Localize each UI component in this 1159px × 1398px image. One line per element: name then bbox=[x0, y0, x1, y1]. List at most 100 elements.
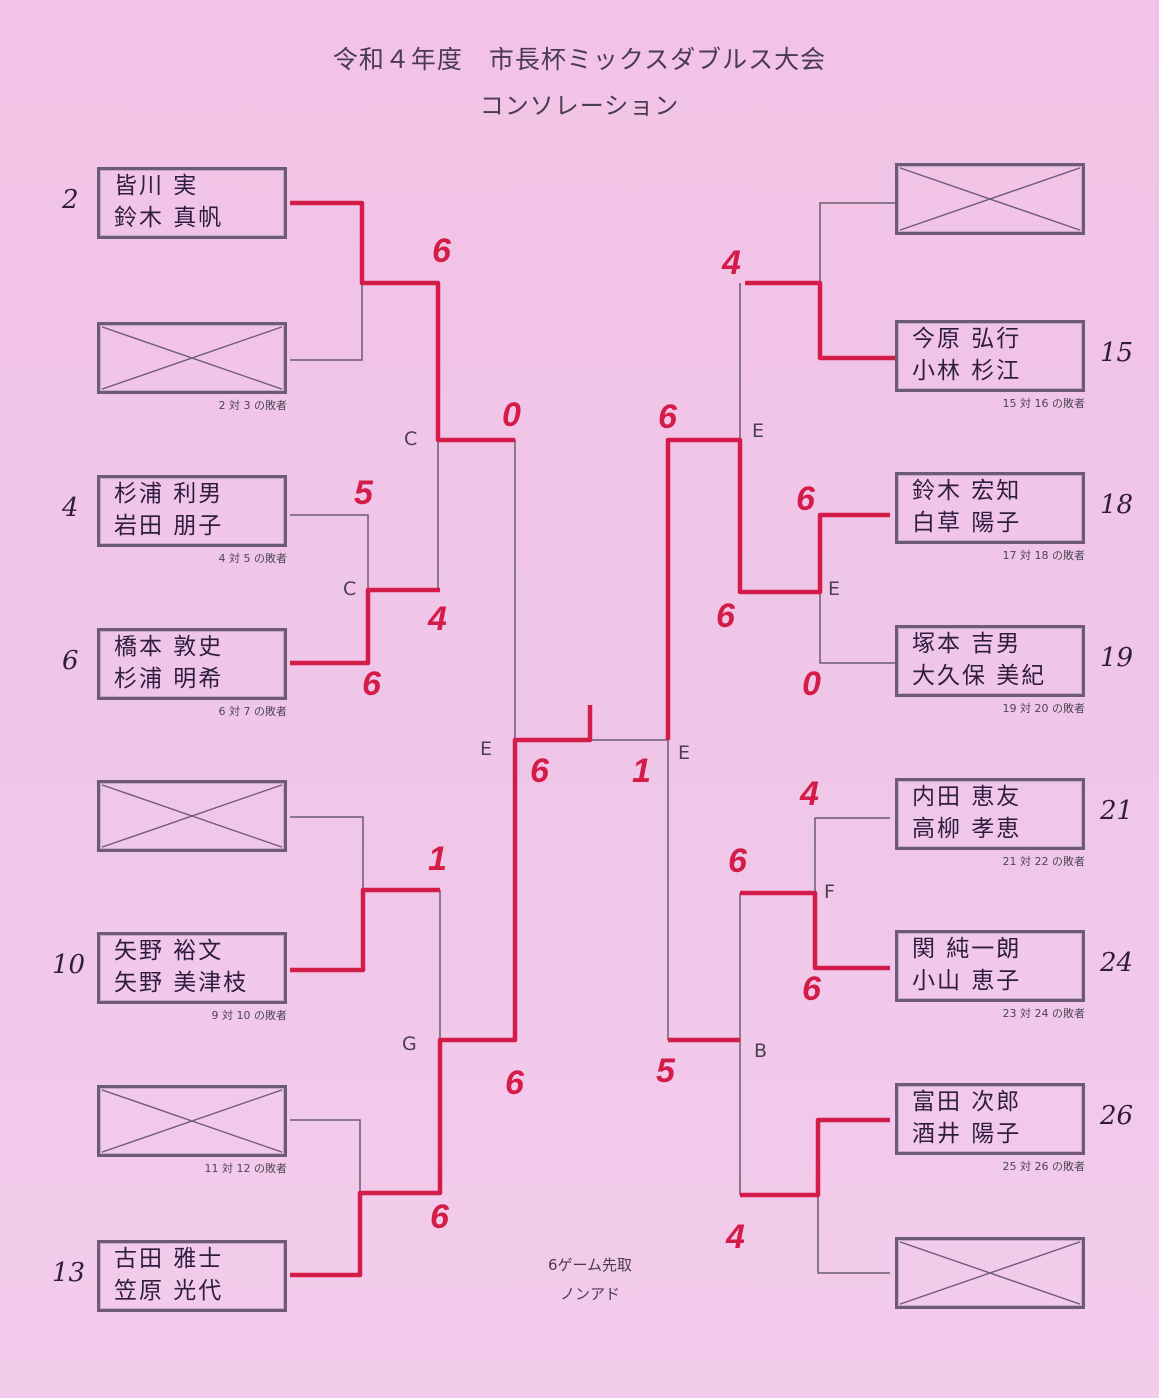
score: 4 bbox=[726, 1218, 745, 1256]
seed-number: 24 bbox=[1100, 948, 1134, 978]
seed-number: 21 bbox=[1100, 796, 1134, 826]
cross-out-icon bbox=[101, 326, 283, 390]
tournament-title: 令和４年度 市長杯ミックスダブルス大会 bbox=[332, 45, 827, 74]
score: 6 bbox=[716, 597, 735, 635]
player-name: 笠原 光代 bbox=[114, 1278, 224, 1304]
court-label: E bbox=[828, 578, 841, 600]
player-name: 矢野 美津枝 bbox=[114, 970, 249, 996]
score: 0 bbox=[802, 665, 821, 703]
score: 6 bbox=[728, 842, 747, 880]
court-label: F bbox=[824, 881, 835, 903]
seed-number: 2 bbox=[62, 185, 79, 215]
slot-caption: 23 対 24 の敗者 bbox=[1002, 1007, 1085, 1020]
player-name: 高柳 孝恵 bbox=[912, 816, 1022, 842]
seed-number: 15 bbox=[1100, 338, 1134, 368]
player-name: 橋本 敦史 bbox=[114, 634, 224, 660]
team-box: 鈴木 宏知白草 陽子 bbox=[895, 472, 1085, 544]
score: 4 bbox=[428, 600, 447, 638]
court-label: C bbox=[404, 428, 418, 450]
cross-out-icon bbox=[101, 1089, 283, 1153]
player-name: 小林 杉江 bbox=[912, 358, 1022, 384]
player-name: 塚本 吉男 bbox=[912, 631, 1022, 657]
slot-caption: 21 対 22 の敗者 bbox=[1002, 855, 1085, 868]
cross-out-icon bbox=[101, 784, 283, 848]
slot-caption: 25 対 26 の敗者 bbox=[1002, 1160, 1085, 1173]
score: 1 bbox=[428, 840, 447, 878]
slot-caption: 15 対 16 の敗者 bbox=[1002, 397, 1085, 410]
player-name: 今原 弘行 bbox=[912, 326, 1022, 352]
seed-number: 26 bbox=[1100, 1101, 1134, 1131]
score: 0 bbox=[502, 396, 521, 434]
bracket-winner-lines bbox=[290, 200, 895, 1278]
team-box: 内田 恵友高柳 孝恵 bbox=[895, 778, 1085, 850]
slot-caption: 2 対 3 の敗者 bbox=[218, 399, 288, 412]
player-name: 白草 陽子 bbox=[912, 510, 1022, 536]
score: 1 bbox=[632, 752, 651, 790]
slot-caption: 19 対 20 の敗者 bbox=[1002, 702, 1085, 715]
court-label: C bbox=[343, 578, 357, 600]
score: 4 bbox=[722, 244, 741, 282]
court-label: G bbox=[402, 1033, 417, 1055]
score: 4 bbox=[800, 775, 819, 813]
court-label: B bbox=[754, 1040, 768, 1062]
score: 6 bbox=[530, 752, 549, 790]
score: 5 bbox=[656, 1052, 675, 1090]
player-name: 鈴木 真帆 bbox=[114, 205, 224, 231]
team-box: 矢野 裕文矢野 美津枝 bbox=[97, 932, 287, 1004]
player-name: 古田 雅士 bbox=[114, 1246, 224, 1272]
player-name: 杉浦 利男 bbox=[114, 481, 224, 507]
player-name: 鈴木 宏知 bbox=[912, 478, 1022, 504]
slot-caption: 4 対 5 の敗者 bbox=[218, 552, 288, 565]
player-name: 岩田 朋子 bbox=[114, 513, 224, 539]
rule-no-ad: ノンアド bbox=[559, 1285, 620, 1303]
score: 6 bbox=[505, 1064, 524, 1102]
team-box: 橋本 敦史杉浦 明希 bbox=[97, 628, 287, 700]
team-box: 塚本 吉男大久保 美紀 bbox=[895, 625, 1085, 697]
slot-caption: 17 対 18 の敗者 bbox=[1002, 549, 1085, 562]
player-name: 大久保 美紀 bbox=[912, 663, 1047, 689]
slot-caption: 9 対 10 の敗者 bbox=[211, 1009, 288, 1022]
score: 6 bbox=[432, 232, 451, 270]
score: 6 bbox=[796, 480, 815, 518]
team-box: 今原 弘行小林 杉江 bbox=[895, 320, 1085, 392]
seed-number: 13 bbox=[52, 1258, 86, 1288]
seed-number: 10 bbox=[52, 950, 86, 980]
court-label: E bbox=[678, 742, 691, 764]
seed-number: 6 bbox=[62, 646, 79, 676]
cross-out-icon bbox=[899, 1241, 1081, 1305]
team-box: 富田 次郎酒井 陽子 bbox=[895, 1083, 1085, 1155]
score: 6 bbox=[658, 398, 677, 436]
seed-number: 4 bbox=[62, 493, 79, 523]
player-name: 杉浦 明希 bbox=[114, 666, 224, 692]
empty-slot-box bbox=[97, 322, 287, 394]
player-name: 内田 恵友 bbox=[912, 784, 1022, 810]
score: 5 bbox=[354, 474, 373, 512]
score: 6 bbox=[430, 1198, 449, 1236]
player-name: 酒井 陽子 bbox=[912, 1121, 1022, 1147]
player-name: 関 純一朗 bbox=[912, 936, 1022, 962]
player-name: 皆川 実 bbox=[114, 173, 199, 199]
bracket-grey-lines bbox=[290, 202, 895, 1274]
seed-number: 19 bbox=[1100, 643, 1134, 673]
player-name: 富田 次郎 bbox=[912, 1089, 1022, 1115]
player-name: 小山 恵子 bbox=[912, 968, 1022, 994]
team-box: 古田 雅士笠原 光代 bbox=[97, 1240, 287, 1312]
empty-slot-box bbox=[895, 1237, 1085, 1309]
seed-number: 18 bbox=[1100, 490, 1134, 520]
score: 6 bbox=[362, 665, 381, 703]
court-label: E bbox=[480, 738, 493, 760]
slot-caption: 6 対 7 の敗者 bbox=[218, 705, 288, 718]
team-box: 杉浦 利男岩田 朋子 bbox=[97, 475, 287, 547]
team-box: 関 純一朗小山 恵子 bbox=[895, 930, 1085, 1002]
empty-slot-box bbox=[97, 780, 287, 852]
court-label: E bbox=[752, 420, 765, 442]
bracket-subtitle: コンソレーション bbox=[479, 92, 680, 120]
slot-caption: 11 対 12 の敗者 bbox=[204, 1162, 287, 1175]
cross-out-icon bbox=[899, 167, 1081, 231]
team-box: 皆川 実鈴木 真帆 bbox=[97, 167, 287, 239]
empty-slot-box bbox=[895, 163, 1085, 235]
rule-games: 6ゲーム先取 bbox=[547, 1256, 633, 1274]
player-name: 矢野 裕文 bbox=[114, 938, 224, 964]
empty-slot-box bbox=[97, 1085, 287, 1157]
